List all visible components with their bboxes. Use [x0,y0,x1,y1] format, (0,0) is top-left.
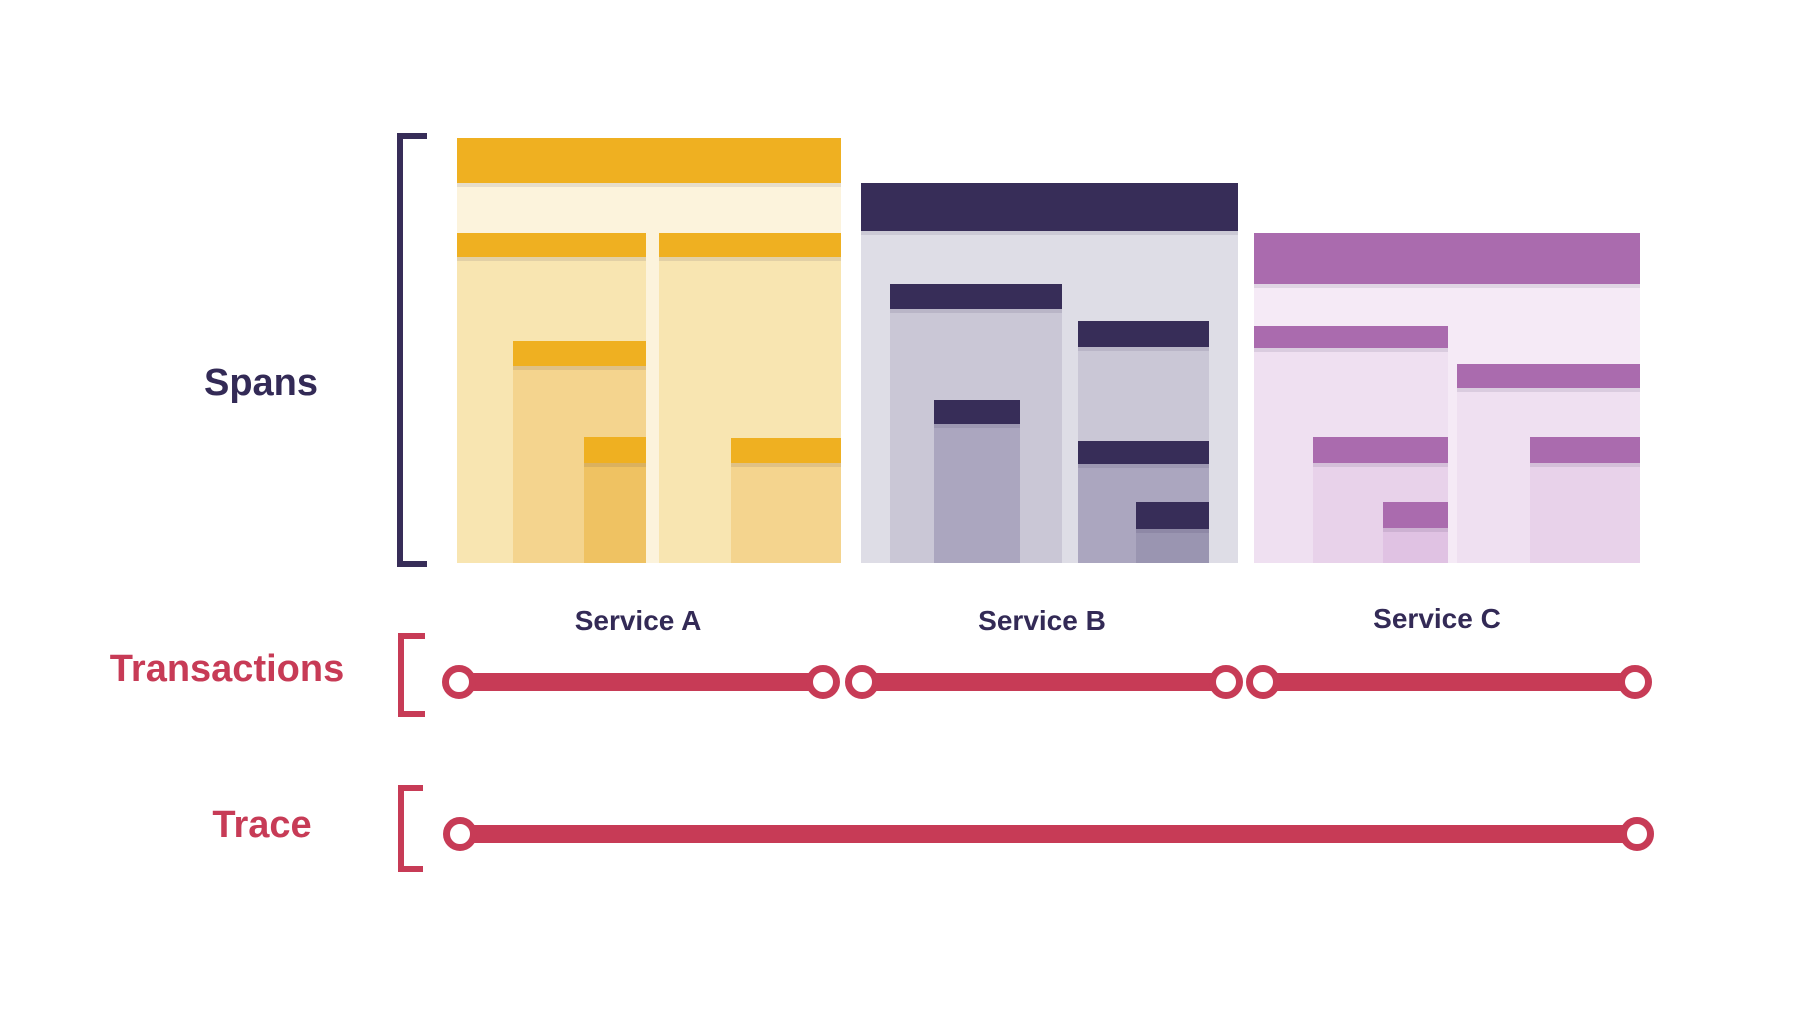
transaction-line [1263,673,1635,691]
service-name-label: Service C [1373,603,1501,634]
transaction-line [862,673,1226,691]
transaction-endpoint-circle [845,665,879,699]
trace-endpoint-circle [1620,817,1654,851]
transaction-endpoint-circle [806,665,840,699]
span-panel [584,463,646,563]
span-panel [1530,463,1640,563]
transaction-endpoint-circle [1209,665,1243,699]
spans-row-label: Spans [203,362,319,404]
service-name-label: Service A [574,605,702,636]
span-bar [1254,233,1640,284]
trace-endpoint-circle [443,817,477,851]
span-bar [1078,441,1209,464]
trace-line [460,825,1637,843]
transaction-endpoint-circle [1618,665,1652,699]
span-bar [1254,326,1448,348]
span-bar [659,233,841,257]
span-bar [1078,321,1209,347]
span-bar [731,438,841,463]
span-panel [1136,529,1209,563]
span-bar [934,400,1020,424]
span-bar [1457,364,1640,388]
spans-bracket [397,133,427,567]
span-panel [1383,528,1448,563]
span-bar [513,341,646,366]
span-bar [1136,502,1209,529]
span-bar [1313,437,1448,463]
trace-row-label: Trace [212,804,312,846]
span-panel [731,463,841,563]
transactions-bracket [398,633,425,717]
trace-bracket [398,785,423,872]
transaction-endpoint-circle [1246,665,1280,699]
span-bar [861,183,1238,231]
span-bar [1383,502,1448,528]
transactions-row-label: Transactions [109,648,345,690]
span-bar [890,284,1062,309]
span-panel [934,424,1020,563]
service-name-label: Service B [978,605,1106,636]
span-bar [1530,437,1640,463]
transaction-endpoint-circle [442,665,476,699]
span-bar [457,138,841,183]
transaction-line [459,673,823,691]
span-bar [457,233,646,257]
span-bar [584,437,646,463]
